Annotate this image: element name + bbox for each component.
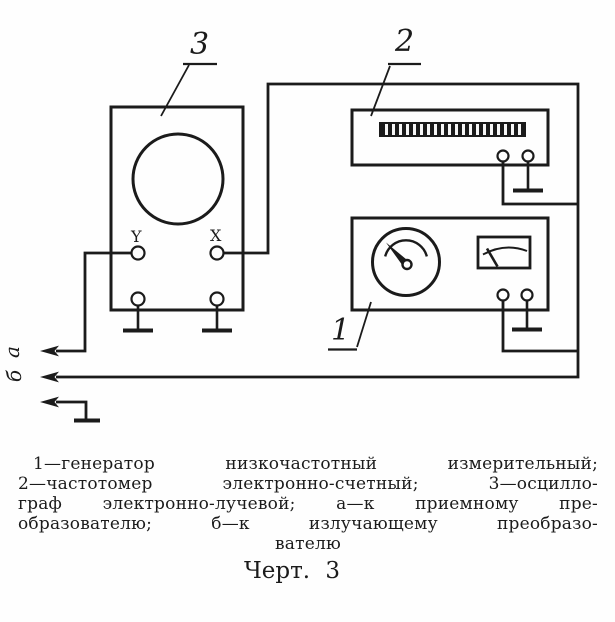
level-meter	[476, 235, 532, 270]
terminal-label-y: Y	[131, 227, 142, 246]
counter-digital-display	[379, 122, 526, 137]
counter-box	[350, 108, 550, 167]
callout-generator: 1	[331, 313, 351, 348]
arrow-ground-stub	[40, 396, 59, 408]
counter-terminal-gnd	[521, 149, 535, 163]
callout-leaders	[160, 62, 421, 351]
dial-meter	[371, 227, 441, 297]
arrow-a	[40, 345, 59, 357]
wire-counter-output	[501, 161, 578, 206]
level-meter-needle	[485, 247, 499, 268]
circuit-diagram: 3 2 1 Y X а б	[0, 24, 580, 423]
oscilloscope-terminal-gnd-left	[130, 291, 146, 307]
generator-box	[350, 216, 550, 312]
dial-scale-arc	[384, 239, 428, 257]
wire-label-a: а	[0, 346, 24, 358]
counter-outline	[350, 108, 550, 167]
dial-face	[371, 227, 441, 297]
generator-terminal-signal	[496, 288, 510, 302]
generator-terminal-gnd	[520, 288, 534, 302]
oscilloscope-terminal-gnd-right	[209, 291, 225, 307]
wire-y-to-a	[56, 251, 132, 353]
terminal-y	[130, 245, 146, 261]
caption-line-3: граф электронно-лучевой; а—к приемному п…	[18, 494, 598, 514]
generator-ground	[512, 300, 542, 332]
level-meter-scale-arc	[482, 246, 528, 256]
ground-symbols	[74, 161, 543, 423]
figure-caption: 1—генератор низкочастотный измерительный…	[18, 454, 598, 554]
caption-line-4: образователю; б—к излучающему преобразо-	[18, 514, 598, 534]
callout-oscilloscope: 3	[190, 27, 210, 62]
leader-3	[160, 64, 190, 117]
figure-number: Черт. 3	[243, 558, 341, 584]
wire-label-b: б	[2, 369, 27, 383]
arrowheads	[40, 345, 59, 408]
oscilloscope-outline	[109, 105, 245, 312]
wires	[56, 82, 580, 419]
caption-line-2: 2—частотомер электронно-счетный; 3—осцил…	[18, 474, 598, 494]
wire-x-counter-generator-b	[56, 82, 580, 379]
leader-1	[356, 301, 372, 348]
wire-generator-output	[501, 300, 578, 353]
terminal-x	[209, 245, 225, 261]
wire-ground-stub	[56, 400, 88, 419]
level-meter-frame	[476, 235, 532, 270]
generator-outline	[350, 216, 550, 312]
oscilloscope-box	[109, 105, 245, 312]
callout-counter: 2	[395, 24, 415, 59]
terminals	[130, 149, 535, 307]
counter-terminal-signal	[496, 149, 510, 163]
caption-line-5: вателю	[275, 534, 341, 554]
caption-line-1: 1—генератор низкочастотный измерительный…	[33, 454, 598, 474]
leader-2	[370, 65, 391, 117]
circuit-diagram-linework	[40, 62, 580, 423]
dial-hub	[401, 258, 413, 271]
crt-screen	[131, 132, 225, 226]
terminal-label-x: X	[210, 226, 222, 245]
arrow-b	[40, 371, 59, 383]
